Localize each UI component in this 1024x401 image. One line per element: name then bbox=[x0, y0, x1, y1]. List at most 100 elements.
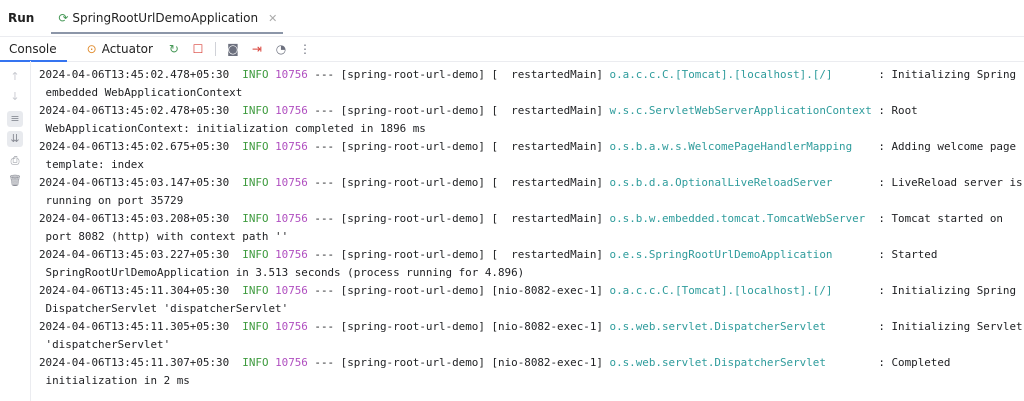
log-thread: nio-8082-exec-1 bbox=[498, 284, 597, 297]
log-level: INFO bbox=[242, 248, 269, 261]
console-output[interactable]: 2024-04-06T13:45:02.478+05:30 INFO 10756… bbox=[39, 66, 1023, 390]
log-app: spring-root-url-demo bbox=[347, 176, 479, 189]
log-logger: o.e.s.SpringRootUrlDemoApplication bbox=[609, 248, 833, 261]
spring-boot-icon: ⟳ bbox=[58, 11, 69, 25]
log-level: INFO bbox=[242, 320, 269, 333]
tab-spring-root-url-demo-application[interactable]: ⟳ SpringRootUrlDemoApplication ✕ bbox=[51, 0, 284, 36]
log-continuation: template: index bbox=[39, 158, 144, 171]
log-app: spring-root-url-demo bbox=[347, 104, 479, 117]
log-level: INFO bbox=[242, 176, 269, 189]
log-entry: 2024-04-06T13:45:03.208+05:30 INFO 10756… bbox=[39, 212, 1003, 225]
log-pid: 10756 bbox=[275, 320, 308, 333]
log-level: INFO bbox=[242, 356, 269, 369]
log-continuation: WebApplicationContext: initialization co… bbox=[39, 122, 426, 135]
log-entry: 2024-04-06T13:45:03.147+05:30 INFO 10756… bbox=[39, 176, 1023, 189]
log-timestamp: 2024-04-06T13:45:11.305+05:30 bbox=[39, 320, 230, 333]
log-entry: 2024-04-06T13:45:02.478+05:30 INFO 10756… bbox=[39, 104, 918, 117]
console-side-toolbar: ↑ ↓ ≡ ⇊ ⎙ 🗑 bbox=[0, 61, 31, 401]
log-continuation: 'dispatcherServlet' bbox=[39, 338, 171, 351]
divider bbox=[214, 42, 216, 56]
log-timestamp: 2024-04-06T13:45:03.227+05:30 bbox=[39, 248, 230, 261]
log-pid: 10756 bbox=[275, 356, 308, 369]
log-entry: 2024-04-06T13:45:02.478+05:30 INFO 10756… bbox=[39, 68, 1017, 81]
log-timestamp: 2024-04-06T13:45:02.478+05:30 bbox=[39, 104, 230, 117]
tab-label: SpringRootUrlDemoApplication bbox=[72, 11, 259, 25]
more-icon[interactable]: ⋮ bbox=[298, 42, 311, 56]
log-level: INFO bbox=[242, 68, 269, 81]
log-message: Initializing Spring bbox=[891, 284, 1017, 297]
tab-console[interactable]: Console bbox=[0, 37, 67, 62]
toolbar: Console ⊙ Actuator ↻ ☐ ◙ ⇥ ◔ ⋮ bbox=[0, 37, 1024, 62]
log-app: spring-root-url-demo bbox=[347, 212, 479, 225]
log-timestamp: 2024-04-06T13:45:03.147+05:30 bbox=[39, 176, 230, 189]
scroll-to-end-icon[interactable]: ⇊ bbox=[7, 131, 23, 147]
log-entry: 2024-04-06T13:45:02.675+05:30 INFO 10756… bbox=[39, 140, 1017, 153]
log-timestamp: 2024-04-06T13:45:02.675+05:30 bbox=[39, 140, 230, 153]
log-continuation: DispatcherServlet 'dispatcherServlet' bbox=[39, 302, 289, 315]
soft-wrap-icon[interactable]: ≡ bbox=[7, 111, 23, 127]
log-timestamp: 2024-04-06T13:45:11.304+05:30 bbox=[39, 284, 230, 297]
log-message: Initializing Servlet bbox=[891, 320, 1023, 333]
log-message: Tomcat started on bbox=[891, 212, 1003, 225]
log-app: spring-root-url-demo bbox=[347, 356, 479, 369]
close-icon[interactable]: ✕ bbox=[268, 11, 278, 25]
run-title: Run bbox=[8, 11, 35, 25]
log-message: Completed bbox=[891, 356, 951, 369]
log-message: LiveReload server is bbox=[891, 176, 1023, 189]
log-logger: o.s.web.servlet.DispatcherServlet bbox=[609, 320, 826, 333]
log-timestamp: 2024-04-06T13:45:02.478+05:30 bbox=[39, 68, 230, 81]
log-timestamp: 2024-04-06T13:45:03.208+05:30 bbox=[39, 212, 230, 225]
log-thread: restartedMain bbox=[511, 212, 597, 225]
log-logger: o.s.b.d.a.OptionalLiveReloadServer bbox=[609, 176, 833, 189]
log-thread: restartedMain bbox=[511, 68, 597, 81]
log-pid: 10756 bbox=[275, 176, 308, 189]
log-message: Initializing Spring bbox=[891, 68, 1017, 81]
actuator-label: Actuator bbox=[101, 42, 153, 56]
log-message: Started bbox=[891, 248, 938, 261]
log-message: Adding welcome page bbox=[891, 140, 1017, 153]
rerun-icon[interactable]: ↻ bbox=[168, 42, 179, 56]
log-logger: o.s.b.a.w.s.WelcomePageHandlerMapping bbox=[609, 140, 853, 153]
log-logger: o.a.c.c.C.[Tomcat].[localhost].[/] bbox=[609, 284, 833, 297]
log-continuation: embedded WebApplicationContext bbox=[39, 86, 243, 99]
log-thread: nio-8082-exec-1 bbox=[498, 356, 597, 369]
log-level: INFO bbox=[242, 104, 269, 117]
log-pid: 10756 bbox=[275, 68, 308, 81]
log-thread: restartedMain bbox=[511, 176, 597, 189]
stop-icon[interactable]: ☐ bbox=[192, 42, 204, 56]
tab-actuator[interactable]: ⊙ Actuator bbox=[87, 42, 153, 56]
log-app: spring-root-url-demo bbox=[347, 284, 479, 297]
log-entry: 2024-04-06T13:45:03.227+05:30 INFO 10756… bbox=[39, 248, 938, 261]
log-entry: 2024-04-06T13:45:11.307+05:30 INFO 10756… bbox=[39, 356, 951, 369]
arrow-down-icon[interactable]: ↓ bbox=[10, 90, 20, 103]
tool-window-header: Run ⟳ SpringRootUrlDemoApplication ✕ bbox=[0, 0, 1024, 37]
restore-layout-icon[interactable]: ⇥ bbox=[251, 42, 262, 56]
log-continuation: running on port 35729 bbox=[39, 194, 184, 207]
print-icon[interactable]: ⎙ bbox=[10, 154, 20, 167]
trash-icon[interactable]: 🗑 bbox=[8, 174, 22, 187]
log-continuation: initialization in 2 ms bbox=[39, 374, 190, 387]
log-pid: 10756 bbox=[275, 212, 308, 225]
log-pid: 10756 bbox=[275, 284, 308, 297]
log-logger: w.s.c.ServletWebServerApplicationContext bbox=[609, 104, 872, 117]
log-level: INFO bbox=[242, 284, 269, 297]
arrow-up-icon[interactable]: ↑ bbox=[10, 70, 20, 83]
log-level: INFO bbox=[242, 212, 269, 225]
log-pid: 10756 bbox=[275, 104, 308, 117]
log-logger: o.a.c.c.C.[Tomcat].[localhost].[/] bbox=[609, 68, 833, 81]
log-app: spring-root-url-demo bbox=[347, 248, 479, 261]
log-pid: 10756 bbox=[275, 140, 308, 153]
log-app: spring-root-url-demo bbox=[347, 320, 479, 333]
log-timestamp: 2024-04-06T13:45:11.307+05:30 bbox=[39, 356, 230, 369]
log-logger: o.s.web.servlet.DispatcherServlet bbox=[609, 356, 826, 369]
log-pid: 10756 bbox=[275, 248, 308, 261]
log-logger: o.s.b.w.embedded.tomcat.TomcatWebServer bbox=[609, 212, 866, 225]
log-app: spring-root-url-demo bbox=[347, 140, 479, 153]
log-thread: restartedMain bbox=[511, 104, 597, 117]
log-app: spring-root-url-demo bbox=[347, 68, 479, 81]
settings-icon[interactable]: ◔ bbox=[275, 42, 287, 56]
log-thread: nio-8082-exec-1 bbox=[498, 320, 597, 333]
camera-icon[interactable]: ◙ bbox=[227, 42, 239, 56]
actuator-icon: ⊙ bbox=[86, 42, 97, 56]
log-level: INFO bbox=[242, 140, 269, 153]
